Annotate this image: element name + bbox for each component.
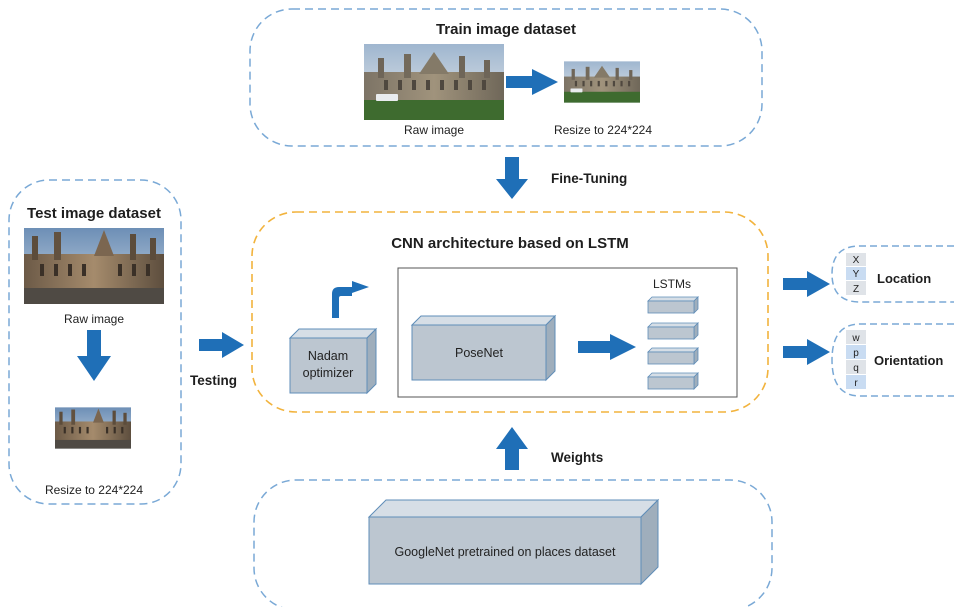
orientation-label: Orientation [874,353,943,368]
test-resize-label: Resize to 224*224 [45,483,143,497]
test-dataset-panel: Test image dataset Raw image Resize to 2… [8,179,182,505]
orientation-p-label: p [853,348,859,359]
location-cell-z [846,281,866,295]
weights-label: Weights [551,450,603,465]
optimizer-line-2: optimizer [303,366,354,380]
optimizer-arrow [322,281,369,318]
cnn-panel-border [251,211,769,413]
lstms-label: LSTMs [653,277,691,291]
lstm-block [647,347,699,365]
cnn-title: CNN architecture based on LSTM [391,235,629,252]
posenet-label: PoseNet [455,346,503,360]
lstm-block [647,296,699,314]
googlenet-box: GoogleNet pretrained on places dataset [367,498,660,586]
test-title: Test image dataset [27,205,161,222]
location-output: X Y Z Location [831,245,954,303]
googlenet-label: GoogleNet pretrained on places dataset [395,545,617,559]
train-resized-image [564,61,640,103]
train-panel-border [249,8,763,147]
lstm-stack [647,296,699,390]
orientation-cell-p [846,345,866,359]
train-title: Train image dataset [436,21,576,38]
orientation-output: w p q r Orientation [831,323,954,397]
lstm-block [647,322,699,340]
location-border [831,245,954,303]
fine-tuning-label: Fine-Tuning [551,171,627,186]
location-arrow [783,271,830,297]
googlenet-panel: GoogleNet pretrained on places dataset [253,479,773,607]
orientation-r-label: r [854,378,858,389]
location-y-label: Y [853,269,860,280]
lstm-block [647,372,699,390]
location-z-label: Z [853,284,859,295]
orientation-q-label: q [853,363,859,374]
orientation-w-label: w [851,333,860,344]
cnn-panel: CNN architecture based on LSTM Nadam opt… [251,211,769,413]
test-panel-border [8,179,182,505]
googlenet-panel-border [253,479,773,607]
location-cell-x [846,253,866,266]
orientation-border [831,323,954,397]
location-label: Location [877,271,931,286]
train-resize-arrow [506,69,558,95]
testing-label: Testing [190,373,237,388]
posenet-box: PoseNet [410,314,557,382]
weights-arrow [496,427,528,470]
location-x-label: X [853,255,860,266]
test-resized-image [55,407,131,449]
train-raw-image [364,44,504,120]
location-cell-y [846,267,866,280]
posenet-to-lstm-arrow [578,334,636,360]
train-resize-label: Resize to 224*224 [554,123,652,137]
testing-arrow [199,332,244,358]
orientation-cell-r [846,375,866,389]
test-raw-image [24,228,164,304]
test-resize-arrow [77,330,111,381]
orientation-cell-w [846,330,866,344]
fine-tuning-arrow [496,157,528,199]
orientation-arrow [783,339,830,365]
test-raw-label: Raw image [64,312,124,326]
nadam-optimizer-box: Nadam optimizer [288,327,378,395]
orientation-cell-q [846,360,866,374]
train-dataset-panel: Train image dataset Raw image Resize to … [249,8,763,147]
optimizer-line-1: Nadam [308,349,348,363]
train-raw-label: Raw image [404,123,464,137]
